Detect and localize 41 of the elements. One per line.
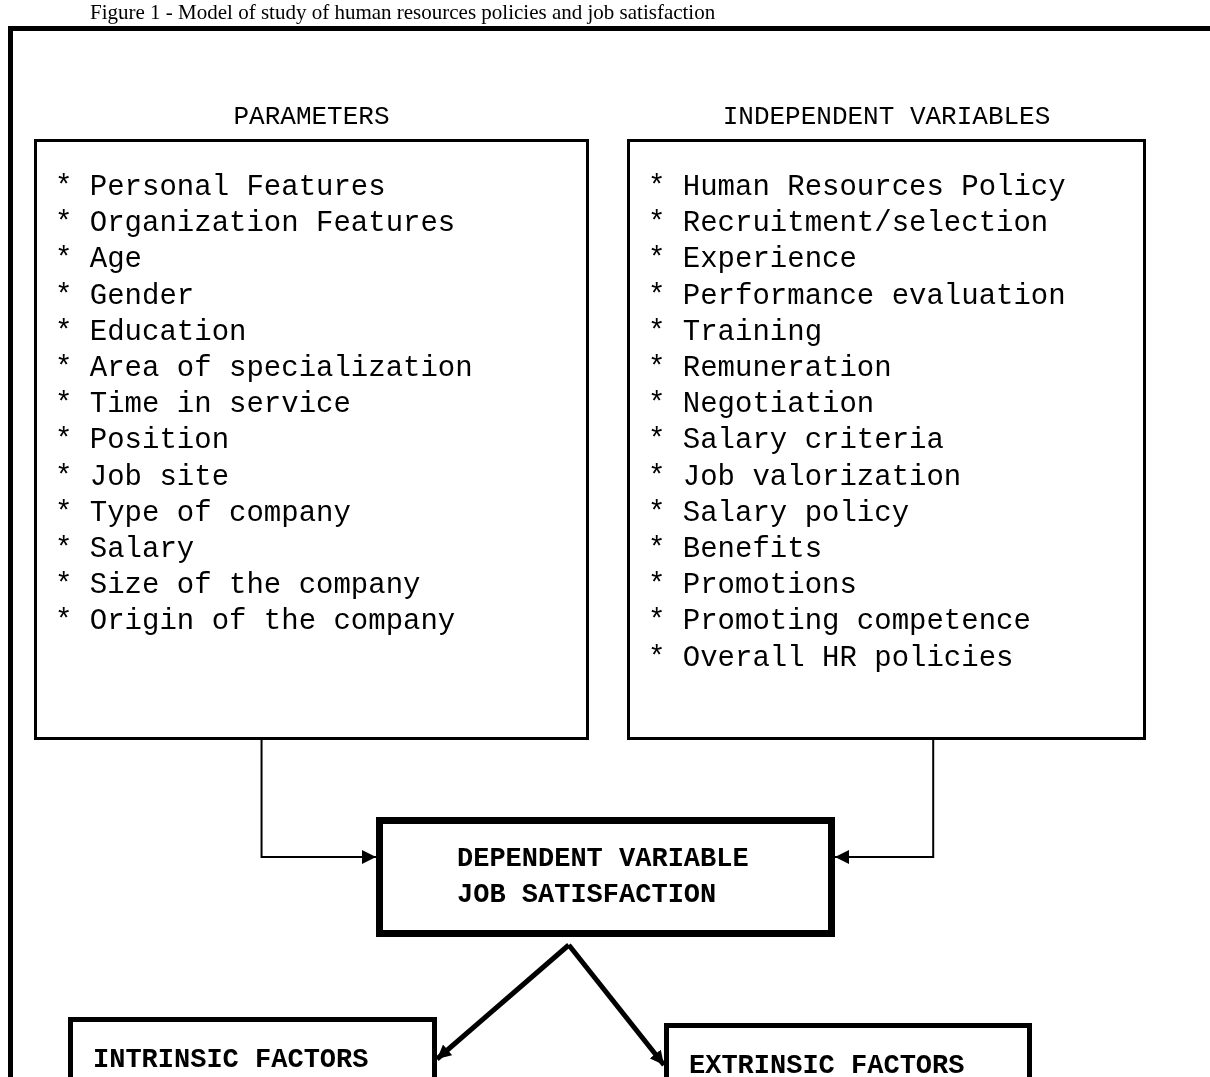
box-heading: PARAMETERS xyxy=(232,102,391,132)
list-item: * Time in service xyxy=(55,387,351,424)
list-item: * Negotiation xyxy=(648,387,875,424)
list-item: * Promotions xyxy=(648,568,857,605)
list-item: * Gender xyxy=(55,278,195,315)
box-label: DEPENDENT VARIABLE xyxy=(457,843,749,876)
list-item: * Performance evaluation xyxy=(648,278,1066,315)
list-item: * Organization Features xyxy=(55,206,456,243)
list-item: * Training xyxy=(648,314,823,351)
list-item: * Remuneration xyxy=(648,351,892,387)
list-item: * Experience xyxy=(648,242,857,279)
list-item: * Origin of the company xyxy=(55,604,456,641)
list-item: * Education xyxy=(55,314,247,351)
list-item: * Type of company xyxy=(55,495,351,532)
dependent-variable-box xyxy=(376,817,835,937)
list-item: * Benefits xyxy=(648,532,823,569)
arrow xyxy=(566,943,666,1067)
list-item: * Human Resources Policy xyxy=(648,170,1066,206)
list-item: * Job valorization xyxy=(648,459,962,496)
list-item: * Age xyxy=(55,242,142,279)
list-item: * Position xyxy=(55,423,230,460)
factor-box xyxy=(68,1017,437,1077)
list-item: * Promoting competence xyxy=(648,604,1031,641)
list-item: * Salary xyxy=(55,532,195,569)
figure-title: Figure 1 - Model of study of human resources policies and job satisfaction xyxy=(90,0,716,24)
list-item: * Area of specialization xyxy=(55,351,473,387)
box-heading: INDEPENDENT VARIABLES xyxy=(721,102,1052,132)
list-item: * Salary policy xyxy=(648,495,910,532)
list-item: * Recruitment/selection xyxy=(648,206,1049,243)
box-label: INTRINSIC FACTORS xyxy=(93,1044,369,1077)
list-item: * Personal Features xyxy=(55,170,386,206)
arrow xyxy=(834,739,935,864)
list-item: * Overall HR policies xyxy=(648,640,1014,677)
arrow xyxy=(435,943,571,1061)
box-label: EXTRINSIC FACTORS xyxy=(689,1050,965,1077)
list-item: * Job site xyxy=(55,459,230,496)
arrow xyxy=(260,739,377,864)
box-label: JOB SATISFACTION xyxy=(457,879,717,912)
list-item: * Salary criteria xyxy=(648,423,944,460)
factor-box xyxy=(664,1023,1032,1077)
list-item: * Size of the company xyxy=(55,568,421,605)
